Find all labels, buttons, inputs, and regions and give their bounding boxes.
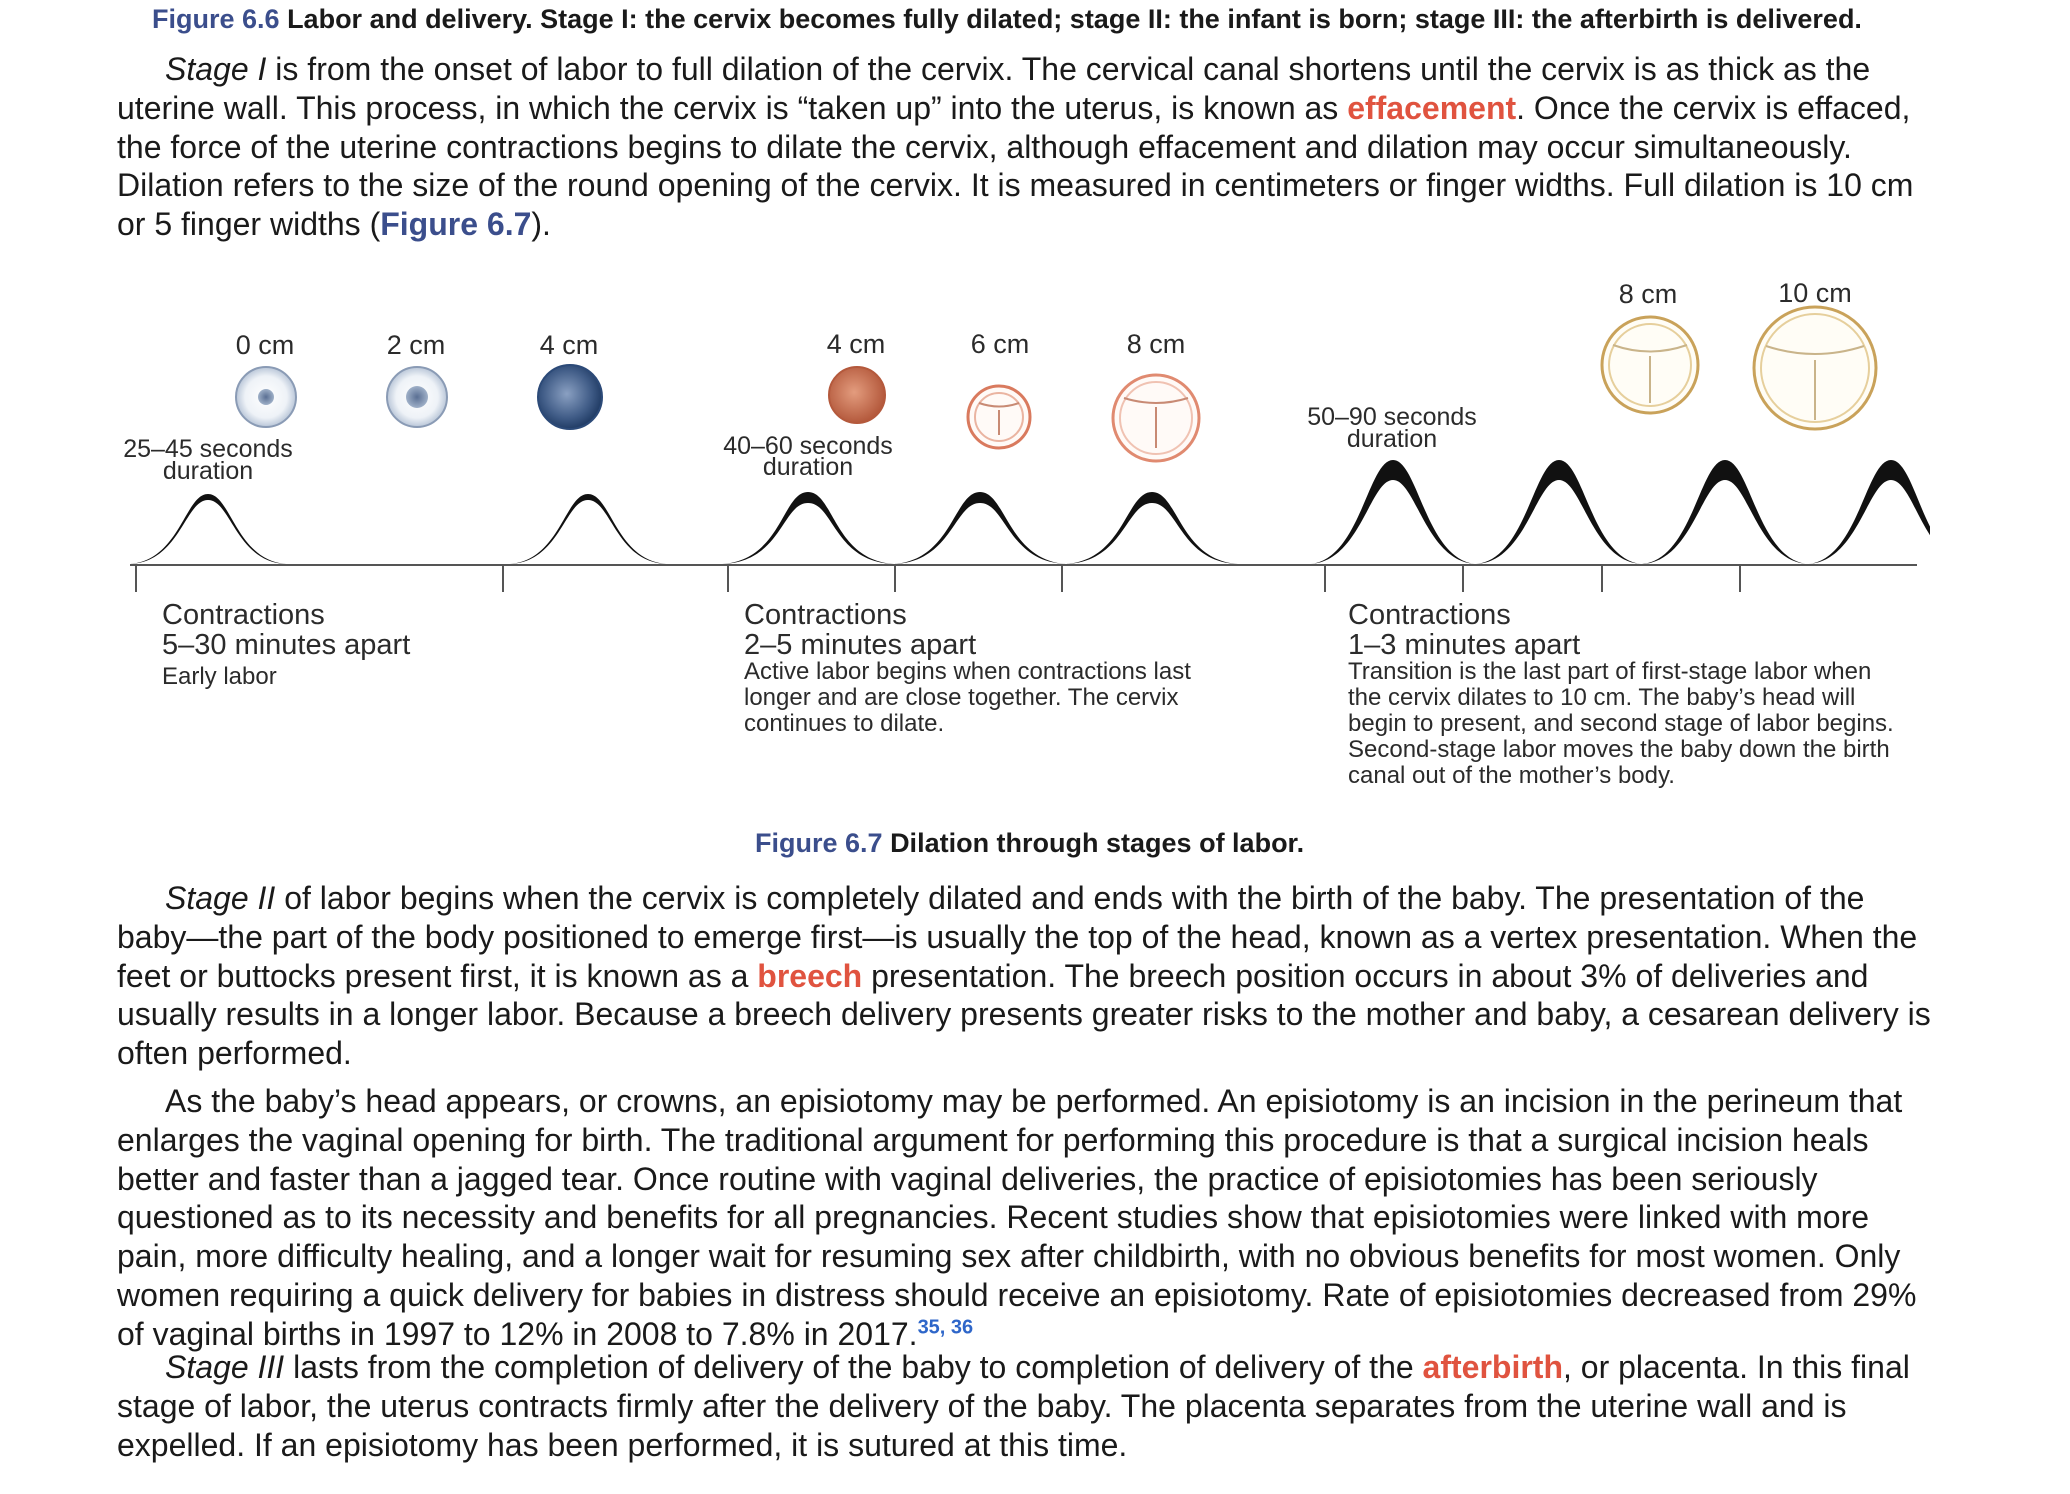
paragraph-line: better and faster than a jagged tear. On…	[117, 1160, 1818, 1197]
dilation-label: 4 cm	[827, 329, 886, 359]
figure-6-7-number: Figure 6.7	[755, 828, 883, 858]
paragraph-line: Stage II of labor begins when the cervix…	[117, 879, 1987, 918]
cervix-10cm-icon	[1752, 305, 1878, 431]
phase-description: Early labor	[162, 663, 277, 690]
figure-6-6-number: Figure 6.6	[152, 4, 280, 34]
dilation-label: 6 cm	[971, 329, 1030, 359]
phase-description: longer and are close together. The cervi…	[744, 684, 1178, 711]
phase-description: begin to present, and second stage of la…	[1348, 710, 1894, 737]
paragraph-line: usually results in a longer labor. Becau…	[117, 996, 1931, 1033]
effacement-glossary-term[interactable]: effacement	[1347, 89, 1517, 126]
phase-title: Contractions	[162, 599, 325, 631]
paragraph-line: feet or buttocks present first, it is kn…	[117, 957, 1987, 996]
stage-three-term: Stage III	[165, 1349, 285, 1385]
figure-6-6-caption-text: Labor and delivery. Stage I: the cervix …	[287, 4, 1862, 34]
episiotomy-paragraph: As the baby’s head appears, or crowns, a…	[117, 1082, 1987, 1354]
duration-label: 25–45 seconds	[123, 435, 293, 463]
phase-description: Active labor begins when contractions la…	[744, 658, 1191, 685]
paragraph-line: Stage I is from the onset of labor to fu…	[117, 50, 1987, 89]
contraction-curves	[130, 460, 1930, 564]
timeline-axis	[130, 564, 1917, 592]
cervix-0cm-icon	[235, 366, 297, 428]
paragraph-text: . Once the cervix is effaced,	[1516, 89, 1911, 126]
dilation-label: 8 cm	[1619, 279, 1678, 309]
cervix-2cm-icon	[386, 366, 448, 428]
paragraph-text: ).	[531, 206, 551, 243]
duration-label: duration	[763, 453, 853, 481]
paragraph-line: of vaginal births in 1997 to 12% in 2008…	[117, 1315, 1987, 1354]
paragraph-line: Dilation refers to the size of the round…	[117, 167, 1914, 204]
paragraph-text: uterine wall. This process, in which the…	[117, 89, 1348, 126]
dilation-figure: 0 cm 2 cm 4 cm 4 cm 6 cm 8 cm 8 cm 10 cm	[123, 278, 1930, 789]
paragraph-line: pain, more difficulty healing, and a lon…	[117, 1238, 1901, 1275]
phase-description: Transition is the last part of first-sta…	[1348, 658, 1871, 685]
paragraph-line: uterine wall. This process, in which the…	[117, 89, 1987, 128]
paragraph-text: lasts from the completion of delivery of…	[284, 1349, 1423, 1385]
stage-one-term: Stage I	[165, 51, 267, 87]
paragraph-line: enlarges the vaginal opening for birth. …	[117, 1121, 1869, 1158]
dilation-label: 8 cm	[1127, 329, 1186, 359]
paragraph-text: or 5 finger widths (	[117, 206, 381, 243]
duration-label: 50–90 seconds	[1307, 403, 1477, 431]
paragraph-line: expelled. If an episiotomy has been perf…	[117, 1426, 1128, 1463]
phase-interval: 5–30 minutes apart	[162, 629, 410, 661]
contraction-curve	[722, 492, 894, 564]
cervix-6cm-icon	[966, 384, 1032, 450]
figure-6-7-caption: Figure 6.7 Dilation through stages of la…	[755, 828, 1304, 859]
figure-6-7-link[interactable]: Figure 6.7	[380, 206, 532, 243]
stage-three-paragraph: Stage III lasts from the completion of d…	[117, 1348, 1987, 1464]
paragraph-line: Stage III lasts from the completion of d…	[117, 1348, 1987, 1387]
paragraph-line: the force of the uterine contractions be…	[117, 128, 1852, 165]
duration-label: duration	[163, 457, 253, 485]
duration-label: 40–60 seconds	[723, 432, 893, 460]
paragraph-text: of vaginal births in 1997 to 12% in 2008…	[117, 1315, 918, 1352]
paragraph-line: baby—the part of the body positioned to …	[117, 918, 1918, 955]
cervix-4cm-active-icon	[828, 366, 886, 424]
paragraph-line: often performed.	[117, 1035, 352, 1072]
phase-description: canal out of the mother’s body.	[1348, 762, 1675, 789]
paragraph-line: women requiring a quick delivery for bab…	[117, 1276, 1917, 1313]
phase-interval: 1–3 minutes apart	[1348, 629, 1580, 661]
stage-two-term: Stage II	[165, 880, 276, 916]
contraction-curve	[130, 494, 286, 564]
paragraph-text: feet or buttocks present first, it is kn…	[117, 957, 758, 994]
contraction-curve	[1310, 460, 1476, 564]
duration-label: duration	[1347, 425, 1437, 453]
cervix-4cm-early-icon	[537, 364, 603, 430]
phase-title: Contractions	[1348, 599, 1511, 631]
paragraph-text: is from the onset of labor to full dilat…	[266, 51, 1871, 87]
phase-interval: 2–5 minutes apart	[744, 629, 976, 661]
phase-description: Second-stage labor moves the baby down t…	[1348, 736, 1890, 763]
paragraph-line: stage of labor, the uterus contracts fir…	[117, 1387, 1847, 1424]
cervix-8cm-transition-icon	[1600, 315, 1700, 415]
paragraph-line: questioned as to its necessity and benef…	[117, 1199, 1870, 1236]
figure-6-7-caption-text: Dilation through stages of labor.	[890, 828, 1305, 858]
figure-6-6-caption: Figure 6.6 Labor and delivery. Stage I: …	[152, 4, 1862, 35]
stage-two-paragraph: Stage II of labor begins when the cervix…	[117, 879, 1987, 1073]
contraction-curve	[1066, 492, 1238, 564]
paragraph-text: presentation. The breech position occurs…	[862, 957, 1869, 994]
paragraph-text: of labor begins when the cervix is compl…	[275, 880, 1865, 916]
cervix-8cm-active-icon	[1111, 373, 1201, 463]
phase-description: the cervix dilates to 10 cm. The baby’s …	[1348, 684, 1855, 711]
breech-glossary-term[interactable]: breech	[757, 957, 863, 994]
footnote-reference[interactable]: 35, 36	[917, 1316, 974, 1339]
dilation-label: 4 cm	[540, 330, 599, 360]
contraction-curve	[1642, 460, 1808, 564]
paragraph-line: or 5 finger widths (Figure 6.7).	[117, 205, 1987, 244]
phase-description: continues to dilate.	[744, 710, 944, 737]
phase-title: Contractions	[744, 599, 907, 631]
paragraph-text: , or placenta. In this final	[1563, 1349, 1910, 1385]
contraction-curve	[1476, 460, 1642, 564]
dilation-label: 2 cm	[387, 330, 446, 360]
dilation-label: 0 cm	[236, 330, 295, 360]
contraction-curve	[1808, 460, 1930, 564]
afterbirth-glossary-term[interactable]: afterbirth	[1422, 1349, 1563, 1385]
paragraph-line: As the baby’s head appears, or crowns, a…	[165, 1083, 1903, 1119]
contraction-curve	[894, 492, 1066, 564]
contraction-curve	[510, 494, 666, 564]
dilation-label: 10 cm	[1778, 278, 1852, 308]
stage-one-paragraph: Stage I is from the onset of labor to fu…	[117, 50, 1987, 244]
